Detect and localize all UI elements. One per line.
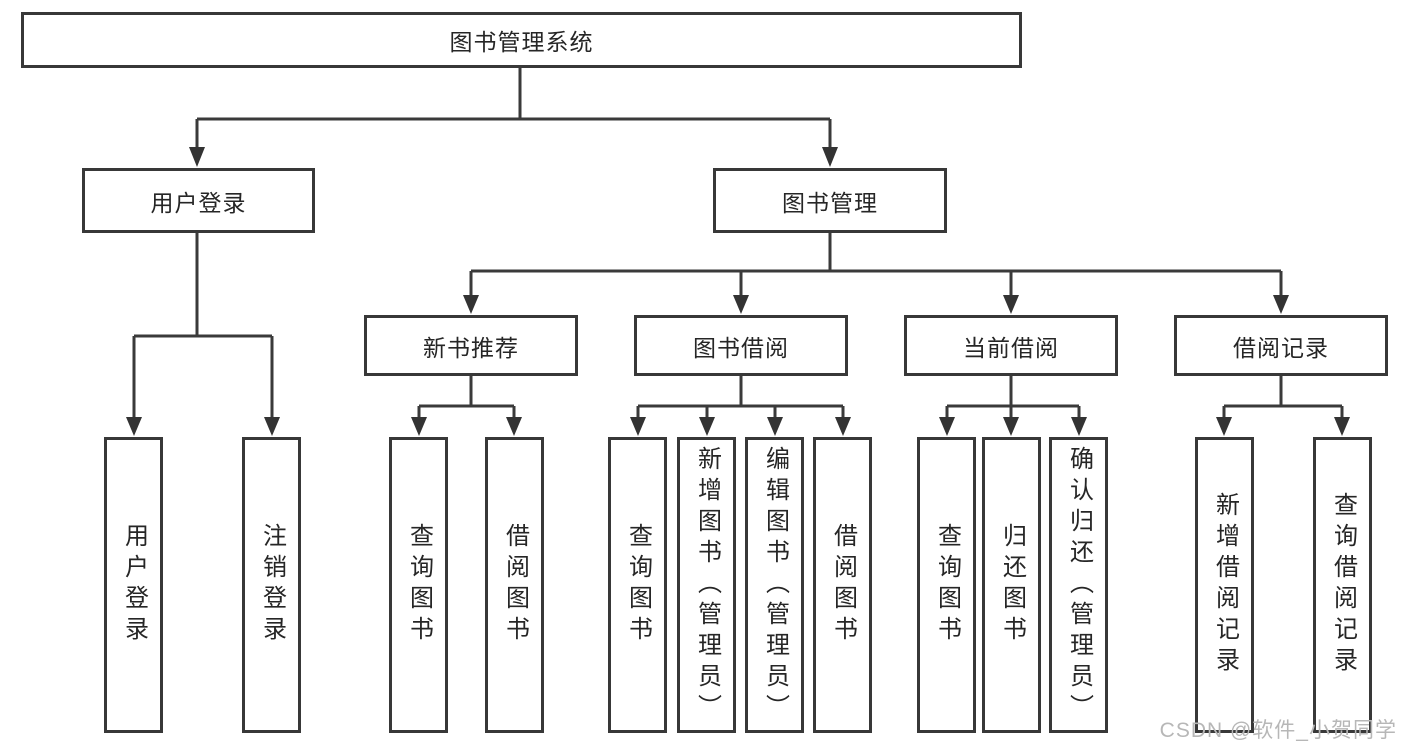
node-label: 借阅记录 (1233, 334, 1329, 361)
leaf-return-books: 归还图书 (982, 437, 1041, 733)
node-user-login: 用户登录 (82, 168, 315, 233)
node-borrowing-records: 借阅记录 (1174, 315, 1388, 376)
node-book-borrowing: 图书借阅 (634, 315, 848, 376)
leaf-label: 新增图书（管理员） (693, 445, 721, 725)
leaf-edit-books-admin: 编辑图书（管理员） (745, 437, 804, 733)
node-label: 用户登录 (150, 189, 247, 216)
node-label: 当前借阅 (963, 334, 1059, 361)
node-book-management: 图书管理 (713, 168, 947, 233)
leaf-label: 查询图书 (405, 523, 433, 647)
csdn-watermark: CSDN @软件_小贺同学 (1159, 719, 1397, 742)
leaf-query-books: 查询图书 (917, 437, 976, 733)
leaf-label: 查询图书 (933, 523, 961, 647)
leaf-label: 归还图书 (998, 523, 1026, 647)
leaf-label: 查询图书 (624, 523, 652, 647)
leaf-query-books: 查询图书 (608, 437, 667, 733)
leaf-user-login: 用户登录 (104, 437, 163, 733)
node-label: 图书借阅 (693, 334, 789, 361)
leaf-confirm-return-admin: 确认归还（管理员） (1049, 437, 1108, 733)
leaf-query-borrow-record: 查询借阅记录 (1313, 437, 1372, 733)
leaf-label: 编辑图书（管理员） (761, 445, 789, 725)
leaf-label: 用户登录 (120, 523, 148, 647)
leaf-label: 查询借阅记录 (1329, 492, 1357, 678)
leaf-borrow-books: 借阅图书 (485, 437, 544, 733)
leaf-query-books: 查询图书 (389, 437, 448, 733)
leaf-label: 注销登录 (258, 523, 286, 647)
leaf-label: 借阅图书 (829, 523, 857, 647)
leaf-borrow-books: 借阅图书 (813, 437, 872, 733)
leaf-label: 确认归还（管理员） (1065, 445, 1093, 725)
leaf-add-books-admin: 新增图书（管理员） (677, 437, 736, 733)
node-label: 新书推荐 (423, 334, 519, 361)
leaf-label: 借阅图书 (501, 523, 529, 647)
node-new-book-recommendation: 新书推荐 (364, 315, 578, 376)
leaf-add-borrow-record: 新增借阅记录 (1195, 437, 1254, 733)
node-current-borrowing: 当前借阅 (904, 315, 1118, 376)
leaf-logout: 注销登录 (242, 437, 301, 733)
node-label: 图书管理 (782, 189, 878, 216)
node-label: 图书管理系统 (449, 29, 594, 55)
leaf-label: 新增借阅记录 (1211, 492, 1239, 678)
node-library-management-system: 图书管理系统 (21, 12, 1022, 68)
